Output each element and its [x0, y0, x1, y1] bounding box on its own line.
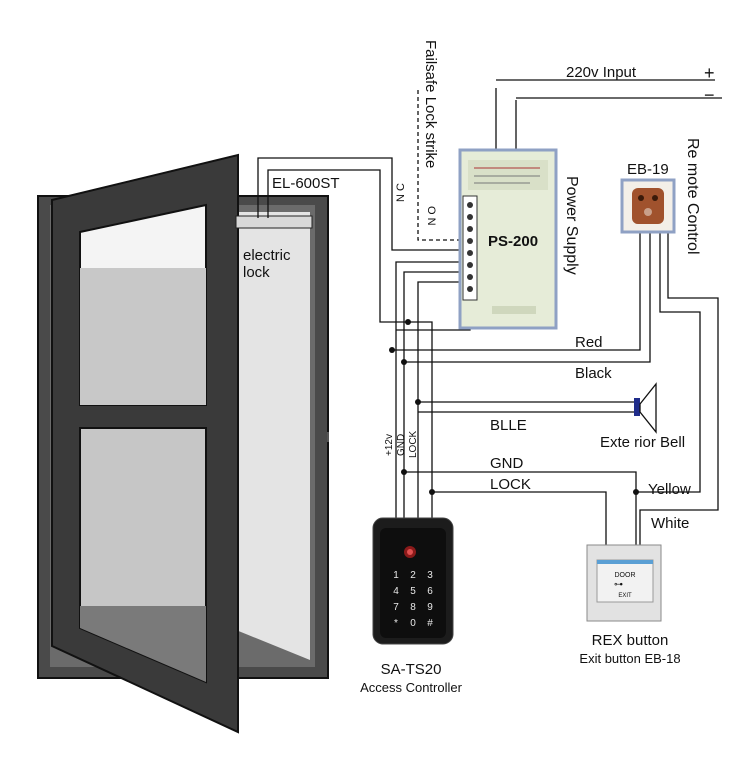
- keypad-key: #: [427, 618, 433, 629]
- power-supply-foot: [492, 306, 536, 314]
- wire-white-label: White: [651, 515, 689, 532]
- wire-red-label: Red: [575, 334, 603, 351]
- minus-sign: −: [704, 85, 715, 105]
- exit-plate-stripe: [597, 560, 653, 564]
- wire-gnd: [404, 471, 637, 545]
- exit-button-label: Exit button EB-18: [579, 651, 680, 666]
- upper-glass-shade: [80, 268, 206, 405]
- terminal-12v-label: +12v: [384, 434, 395, 456]
- junction-dot: [401, 469, 407, 475]
- remote-model: EB-19: [627, 161, 669, 178]
- wire-black-label: Black: [575, 365, 612, 382]
- wire-white: [639, 232, 719, 545]
- wire-ps-gnd: [403, 271, 460, 520]
- power-supply-model: PS-200: [488, 233, 538, 250]
- keypad-key: 3: [427, 570, 433, 581]
- electric-lock-magnet: [235, 215, 313, 229]
- exit-plate-line2: EXIT: [618, 593, 632, 599]
- wire-lock-label: LOCK: [490, 476, 531, 493]
- keypad-key: 0: [410, 618, 416, 629]
- input-label: 220v Input: [566, 64, 637, 81]
- power-supply-label: Power Supply: [563, 176, 580, 275]
- remote-fob: [632, 188, 664, 224]
- lock-model: EL-600ST: [272, 175, 340, 192]
- electric-lock-line1: electric: [243, 247, 291, 264]
- controller-model: SA-TS20: [381, 661, 442, 678]
- wire-ps-12v: [395, 261, 460, 520]
- wire-failsafe: [417, 90, 460, 241]
- keypad-key: 8: [410, 602, 416, 613]
- keypad-face: [380, 528, 446, 638]
- plus-sign: +: [704, 63, 715, 83]
- exit-button: DOOR ⊶ EXIT: [586, 544, 662, 622]
- exit-plate-line1: DOOR: [615, 572, 636, 579]
- power-supply-label-plate: [468, 160, 548, 190]
- wire-220v-minus: [515, 97, 722, 150]
- wire-yellow: [636, 232, 701, 493]
- junctions: [389, 319, 639, 495]
- keypad-key: 1: [393, 570, 399, 581]
- keypad-key: 7: [393, 602, 399, 613]
- remote-receiver: [620, 178, 676, 234]
- terminal-block: [462, 195, 478, 301]
- on-label: O N: [425, 206, 437, 226]
- keypad-key: 9: [427, 602, 433, 613]
- wire-lock-outer: [257, 157, 460, 251]
- remote-fob-button: [644, 208, 652, 216]
- wires: [257, 79, 722, 545]
- rfid-icon-center: [407, 549, 413, 555]
- lower-glass-floor: [80, 606, 206, 682]
- hinge-mark: [327, 432, 329, 442]
- door-opening: [236, 212, 310, 660]
- wire-lock: [432, 491, 607, 545]
- terminal-gnd-label: GND: [396, 434, 407, 456]
- key-icon: ⊶: [614, 579, 623, 589]
- terminal-lock-label: LOCK: [408, 430, 419, 458]
- rex-label: REX button: [592, 632, 669, 649]
- remote-label: Re mote Control: [684, 138, 701, 255]
- wire-red: [392, 232, 641, 351]
- failsafe-label: Failsafe Lock strike: [422, 40, 439, 168]
- wire-blle-label: BLLE: [490, 417, 527, 434]
- wire-gnd-label: GND: [490, 455, 524, 472]
- controller-label: Access Controller: [360, 680, 463, 695]
- junction-dot: [389, 347, 395, 353]
- wire-lock-inner: [267, 169, 408, 323]
- keypad-key: 4: [393, 586, 399, 597]
- exterior-bell: [634, 382, 657, 434]
- wire-yellow-label: Yellow: [648, 481, 691, 498]
- remote-fob-button: [638, 195, 644, 201]
- bell-label: Exte rior Bell: [600, 434, 685, 451]
- junction-dot: [429, 489, 435, 495]
- junction-dot: [401, 359, 407, 365]
- wire-black: [404, 232, 651, 363]
- bell-body: [634, 398, 640, 416]
- door: [37, 153, 329, 734]
- wire-lock-return: [408, 321, 433, 520]
- junction-dot: [405, 319, 411, 325]
- power-supply: PS-200: [458, 148, 558, 330]
- junction-dot: [415, 399, 421, 405]
- remote-fob-button: [652, 195, 658, 201]
- nc-label: N C: [395, 183, 407, 202]
- bell-horn-icon: [639, 382, 657, 434]
- keypad-key: 6: [427, 586, 433, 597]
- wire-220v-plus: [495, 79, 715, 150]
- keypad-key: 2: [410, 570, 416, 581]
- terminal-screws: [467, 202, 473, 292]
- wire-ps-lock: [417, 281, 460, 520]
- keypad-key: *: [394, 618, 398, 629]
- junction-dot: [633, 489, 639, 495]
- keypad-key: 5: [410, 586, 416, 597]
- electric-lock-line2: lock: [243, 264, 270, 281]
